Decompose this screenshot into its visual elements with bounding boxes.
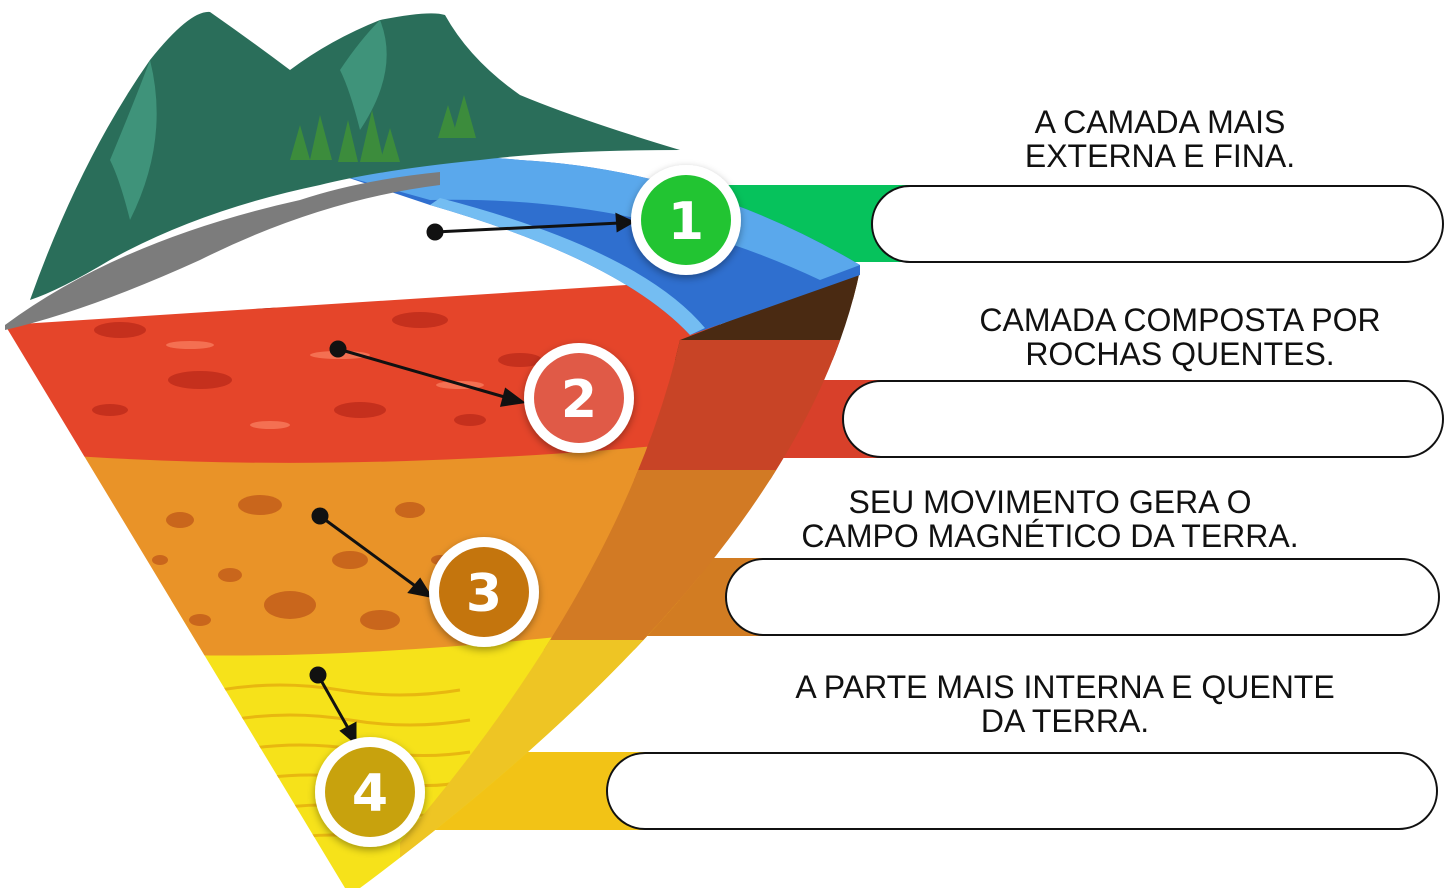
answer-input-3[interactable] [757,574,1408,620]
arrow-2 [329,340,526,407]
ocean-surface [340,157,860,280]
answer-box-4[interactable] [606,752,1438,830]
ocean [340,157,860,335]
badge-1: 1 [631,165,741,275]
rock-layer [5,172,440,330]
badge-4: 4 [315,737,425,847]
badge-3-number: 3 [466,564,502,624]
arrow-3 [311,507,434,599]
badge-2: 2 [524,343,634,453]
clue-3: SEU MOVIMENTO GERA O CAMPO MAGNÉTICO DA … [801,484,1299,554]
answer-input-2[interactable] [874,396,1412,442]
answer-box-1[interactable] [871,185,1444,263]
badge-3-fill [439,547,529,637]
badge-2-fill [534,353,624,443]
ocean-edge [430,198,705,335]
arrow-4 [309,666,357,746]
badge-3: 3 [429,537,539,647]
badge-4-number: 4 [352,764,388,824]
mountain-highlights [110,20,387,220]
badge-1-number: 1 [668,192,704,252]
badge-2-number: 2 [561,370,597,430]
clue-4: A PARTE MAIS INTERNA E QUENTE DA TERRA. [795,669,1335,739]
clue-1: A CAMADA MAIS EXTERNA E FINA. [1024,104,1296,174]
arrow-1 [426,212,636,241]
trees [290,95,476,162]
answer-box-3[interactable] [725,558,1440,636]
pointer-arrows [309,212,636,746]
badge-1-fill [641,175,731,265]
answer-input-4[interactable] [638,768,1406,814]
clue-2: CAMADA COMPOSTA POR ROCHAS QUENTES. [979,302,1381,372]
badge-4-fill [325,747,415,837]
answer-box-2[interactable] [842,380,1444,458]
answer-input-1[interactable] [903,201,1412,247]
